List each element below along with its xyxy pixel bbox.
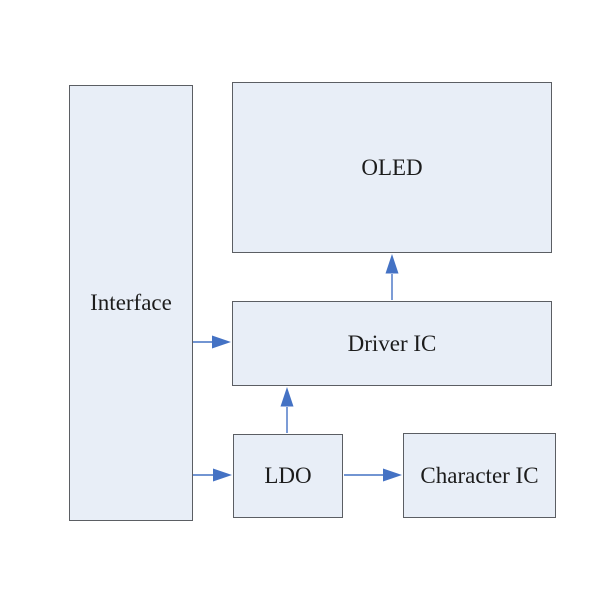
- node-oled: OLED: [232, 82, 552, 253]
- node-character-ic-label: Character IC: [420, 462, 539, 488]
- arrow-ldo-to-character-ic: [344, 468, 402, 482]
- node-ldo-label: LDO: [264, 463, 312, 489]
- node-interface: Interface: [69, 85, 193, 521]
- node-driver-ic: Driver IC: [232, 301, 552, 386]
- arrow-ldo-to-driver-ic: [280, 387, 294, 433]
- arrow-interface-to-ldo: [193, 468, 232, 482]
- node-character-ic: Character IC: [403, 433, 556, 518]
- node-interface-label: Interface: [90, 290, 172, 316]
- arrow-driver-ic-to-oled: [385, 254, 399, 300]
- arrow-interface-to-driver-ic: [193, 335, 231, 349]
- node-ldo: LDO: [233, 434, 343, 518]
- node-driver-ic-label: Driver IC: [347, 330, 437, 356]
- node-oled-label: OLED: [361, 154, 423, 180]
